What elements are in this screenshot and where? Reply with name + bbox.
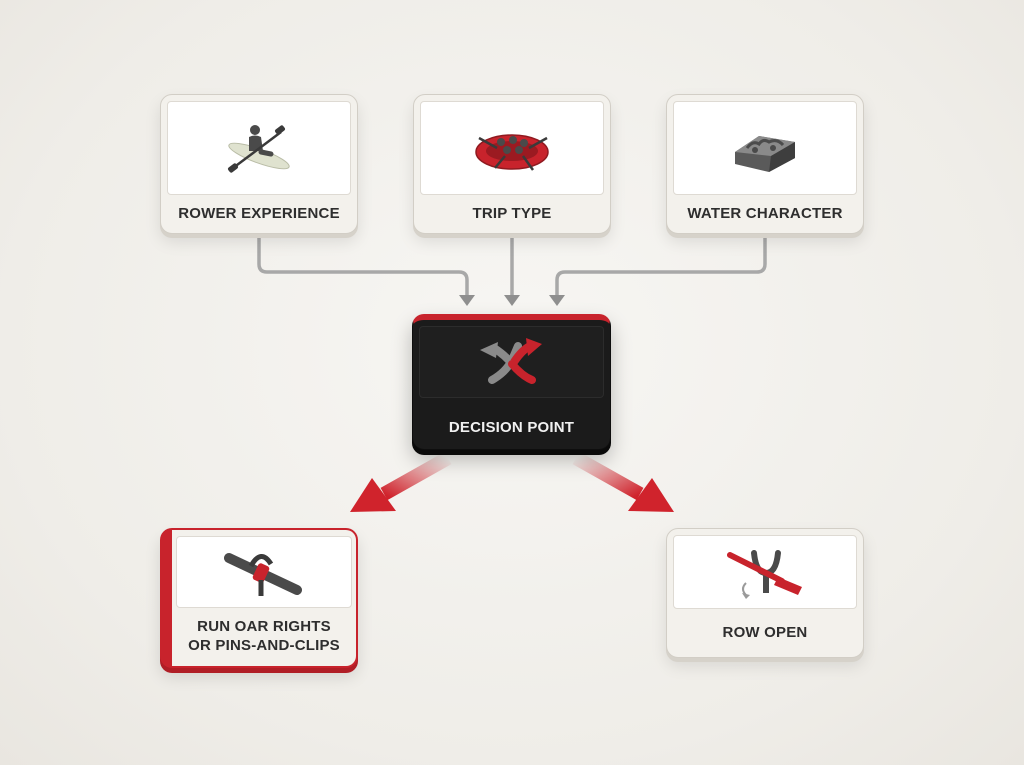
input-card-water-character: WATER CHARACTER [666,94,864,234]
oar-right-icon [224,553,302,596]
input-card-label: WATER CHARACTER [687,204,843,222]
connector-arrowhead [549,295,565,306]
connector-rower-to-decision [257,236,469,296]
input-card-image [420,101,604,195]
outcome-card-image [673,535,857,609]
outcome-card-image [176,536,352,608]
decision-to-row-arrow-shaft [572,451,644,501]
split-arrows-icon [479,338,542,384]
decision-to-row-arrowhead [628,478,674,512]
connector-arrowhead [504,295,520,306]
rock-terrain-icon [735,136,795,172]
outcome-label-line-1: RUN OAR RIGHTS [197,618,331,635]
connector-arrowhead [459,295,475,306]
decision-to-oar-arrowhead [350,478,396,512]
raft-icon [475,134,549,171]
open-oarlock-icon [727,550,802,599]
decision-point-card: DECISION POINT [412,314,611,450]
decision-card-image [419,326,604,398]
outcome-card-label: RUN OAR RIGHTS OR PINS-AND-CLIPS [172,606,356,666]
kayaker-icon [228,125,290,173]
input-card-trip-type: TRIP TYPE [413,94,611,234]
input-card-label: TRIP TYPE [472,204,552,222]
decision-to-oar-arrow-shaft [380,451,452,501]
input-card-label: ROWER EXPERIENCE [178,204,340,222]
decision-card-label: DECISION POINT [448,418,575,436]
input-card-rower-experience: ROWER EXPERIENCE [160,94,358,234]
outcome-label-line-2: OR PINS-AND-CLIPS [188,637,340,654]
input-card-image [167,101,351,195]
outcome-card-label: ROW OPEN [722,623,808,641]
outcome-card-oar-rights: RUN OAR RIGHTS OR PINS-AND-CLIPS [160,528,358,668]
connector-water-to-decision [555,236,767,296]
input-card-image [673,101,857,195]
outcome-card-row-open: ROW OPEN [666,528,864,658]
